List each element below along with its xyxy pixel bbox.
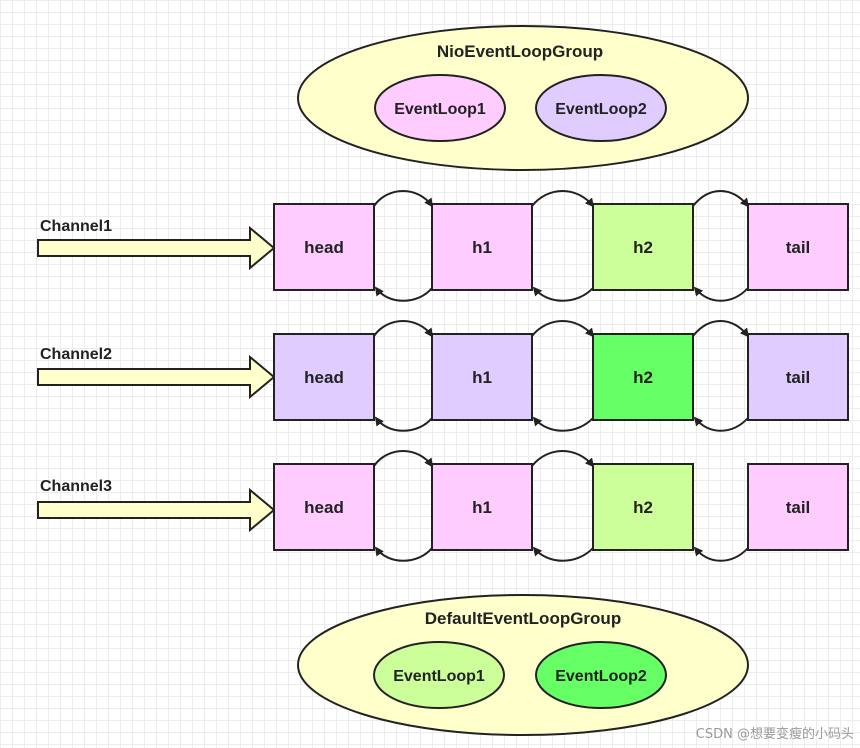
- channel-2-link-fwd-1: [373, 320, 434, 338]
- channel-3-head-box: [273, 463, 375, 551]
- channel-2-arrow: [37, 354, 276, 400]
- default-event-loop-1: EventLoop1: [373, 641, 505, 709]
- channel-3-link-fwd-2: [531, 450, 595, 468]
- nio-loop-2-label: EventLoop2: [555, 101, 647, 118]
- channel-3-head-label: head: [304, 498, 344, 517]
- channel-3-h2-box: [592, 463, 694, 551]
- channel-3-link-back-3: [693, 546, 749, 562]
- default-event-loop-2: EventLoop2: [535, 641, 667, 709]
- channel-1-tail-label: tail: [786, 238, 811, 257]
- channel-3-arrow: [37, 487, 276, 533]
- channel-row-1: Channel1 head h1 h2 tail: [37, 190, 849, 302]
- channel-1-link-fwd-2: [531, 190, 595, 208]
- channel-2-h2-label: h2: [633, 368, 653, 387]
- channel-3-h1-box: [431, 463, 533, 551]
- channel-3-label: Channel3: [40, 478, 112, 495]
- channel-3-link-back-2: [532, 546, 594, 562]
- channel-2-label: Channel2: [40, 346, 112, 363]
- channel-3-h1-label: h1: [472, 498, 492, 517]
- channel-1-label: Channel1: [40, 218, 112, 235]
- nio-event-loop-2: EventLoop2: [535, 74, 667, 142]
- nio-event-loop-group: NioEventLoopGroup EventLoop1 EventLoop2: [297, 25, 749, 171]
- watermark: CSDN @想要变瘦的小码头: [695, 727, 854, 742]
- default-event-loop-group: DefaultEventLoopGroup EventLoop1 EventLo…: [297, 594, 749, 736]
- channel-1-head-label: head: [304, 238, 344, 257]
- channel-1-link-fwd-1: [373, 190, 434, 208]
- channel-2-h1-label: h1: [472, 368, 492, 387]
- channel-2-link-back-3: [693, 416, 749, 432]
- nio-loop-2-ellipse: [535, 74, 667, 142]
- channel-1-link-back-3: [693, 286, 749, 302]
- channel-2-link-back-2: [532, 416, 594, 432]
- default-loop-2-ellipse: [535, 641, 667, 709]
- channel-1-tail-box: [747, 203, 849, 291]
- channel-1-h1-label: h1: [472, 238, 492, 257]
- channel-3-tail-box: [747, 463, 849, 551]
- channel-1-h1-box: [431, 203, 533, 291]
- default-loop-1-ellipse: [373, 641, 505, 709]
- channel-1-link-fwd-3: [692, 190, 750, 208]
- nio-loop-1-ellipse: [374, 74, 506, 142]
- default-loop-1-label: EventLoop1: [393, 668, 485, 685]
- channel-2-tail-label: tail: [786, 368, 811, 387]
- channel-2-head-label: head: [304, 368, 344, 387]
- default-loop-2-label: EventLoop2: [555, 668, 647, 685]
- channel-1-link-back-1: [374, 286, 433, 302]
- channel-3-link-back-1: [374, 546, 433, 562]
- channel-3-tail-label: tail: [786, 498, 811, 517]
- channel-3-link-fwd-1: [373, 450, 434, 468]
- channel-row-3: Channel3 head h1 h2 tail: [37, 450, 849, 562]
- channel-1-h2-label: h2: [633, 238, 653, 257]
- channel-2-link-fwd-3: [692, 320, 750, 338]
- nio-event-loop-1: EventLoop1: [374, 74, 506, 142]
- channel-2-link-back-1: [374, 416, 433, 432]
- channel-2-h2-box: [592, 333, 694, 421]
- channel-1-link-back-2: [532, 286, 594, 302]
- nio-loop-1-label: EventLoop1: [394, 101, 486, 118]
- channel-2-tail-box: [747, 333, 849, 421]
- channel-3-h2-label: h2: [633, 498, 653, 517]
- channel-2-head-box: [273, 333, 375, 421]
- default-group-title: DefaultEventLoopGroup: [425, 609, 621, 628]
- channel-1-h2-box: [592, 203, 694, 291]
- nio-group-title: NioEventLoopGroup: [437, 42, 603, 61]
- channel-2-h1-box: [431, 333, 533, 421]
- channel-1-head-box: [273, 203, 375, 291]
- channel-1-arrow: [37, 225, 276, 271]
- channel-2-link-fwd-2: [531, 320, 595, 338]
- channel-row-2: Channel2 head h1 h2 tail: [37, 320, 849, 432]
